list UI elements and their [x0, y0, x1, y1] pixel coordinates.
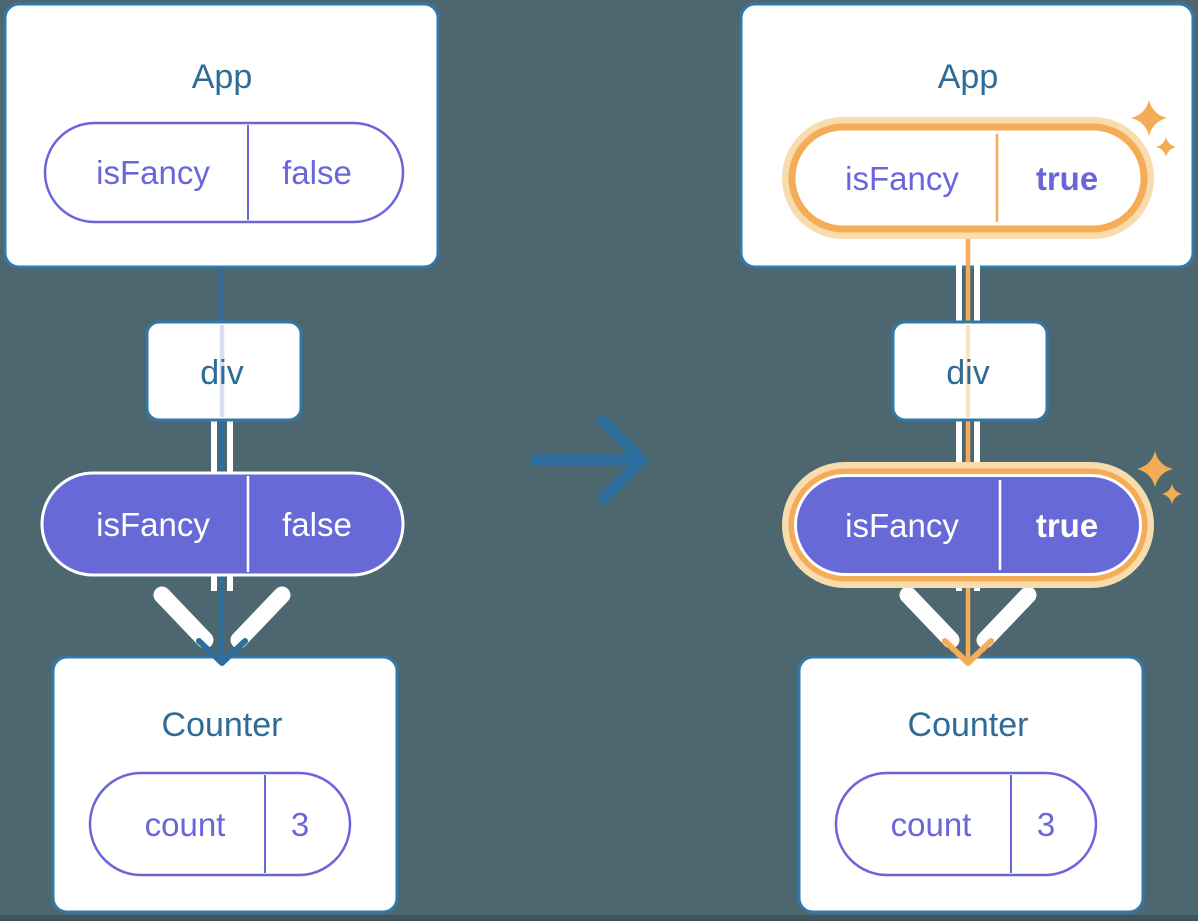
- state-pill-value: true: [1036, 507, 1098, 544]
- counter-state-pill: [834, 771, 1098, 877]
- sparkle-icon: [1131, 100, 1167, 136]
- state-pill-key: isFancy: [96, 506, 210, 543]
- app-pill-value: true: [1036, 160, 1098, 197]
- counter-pill-key: count: [891, 806, 972, 843]
- right-arrow-icon: [530, 415, 648, 505]
- div-label: div: [200, 354, 243, 392]
- arrowhead-icon: [196, 638, 248, 666]
- chevron-arm-icon: [976, 586, 1037, 649]
- app-pill-value: false: [282, 154, 352, 191]
- chevron-arm-icon: [899, 586, 960, 649]
- state-pill: [40, 471, 405, 577]
- app-title: App: [938, 58, 999, 96]
- right-tree: div isFancy true App isFancy true Counte…: [739, 2, 1195, 914]
- sparkle-icon: [1137, 451, 1173, 487]
- app-pill-key: isFancy: [845, 160, 959, 197]
- state-pill: [794, 474, 1142, 576]
- app-title: App: [192, 58, 253, 96]
- app-state-pill: [788, 123, 1148, 233]
- sparkle-icon: [1156, 137, 1176, 157]
- pill-highlight-ring: [788, 468, 1148, 582]
- chevron-arm-icon: [230, 586, 291, 649]
- state-pill-key: isFancy: [845, 507, 959, 544]
- counter-title: Counter: [908, 706, 1029, 744]
- left-tree: div isFancy false App isFancy false Coun…: [3, 2, 440, 914]
- state-pill-value: false: [282, 506, 352, 543]
- bottom-edge-strip: [0, 915, 1198, 921]
- counter-pill-value: 3: [291, 806, 309, 843]
- counter-title: Counter: [162, 706, 283, 744]
- counter-pill-key: count: [145, 806, 226, 843]
- chevron-arm-icon: [153, 586, 214, 649]
- counter-state-pill: [88, 771, 352, 877]
- app-pill-key: isFancy: [96, 154, 210, 191]
- counter-pill-value: 3: [1037, 806, 1055, 843]
- sparkle-icon: [1162, 484, 1182, 504]
- div-label: div: [946, 354, 989, 392]
- app-state-pill: [43, 121, 405, 224]
- arrowhead-icon: [942, 638, 994, 666]
- transition-arrow: [530, 415, 648, 505]
